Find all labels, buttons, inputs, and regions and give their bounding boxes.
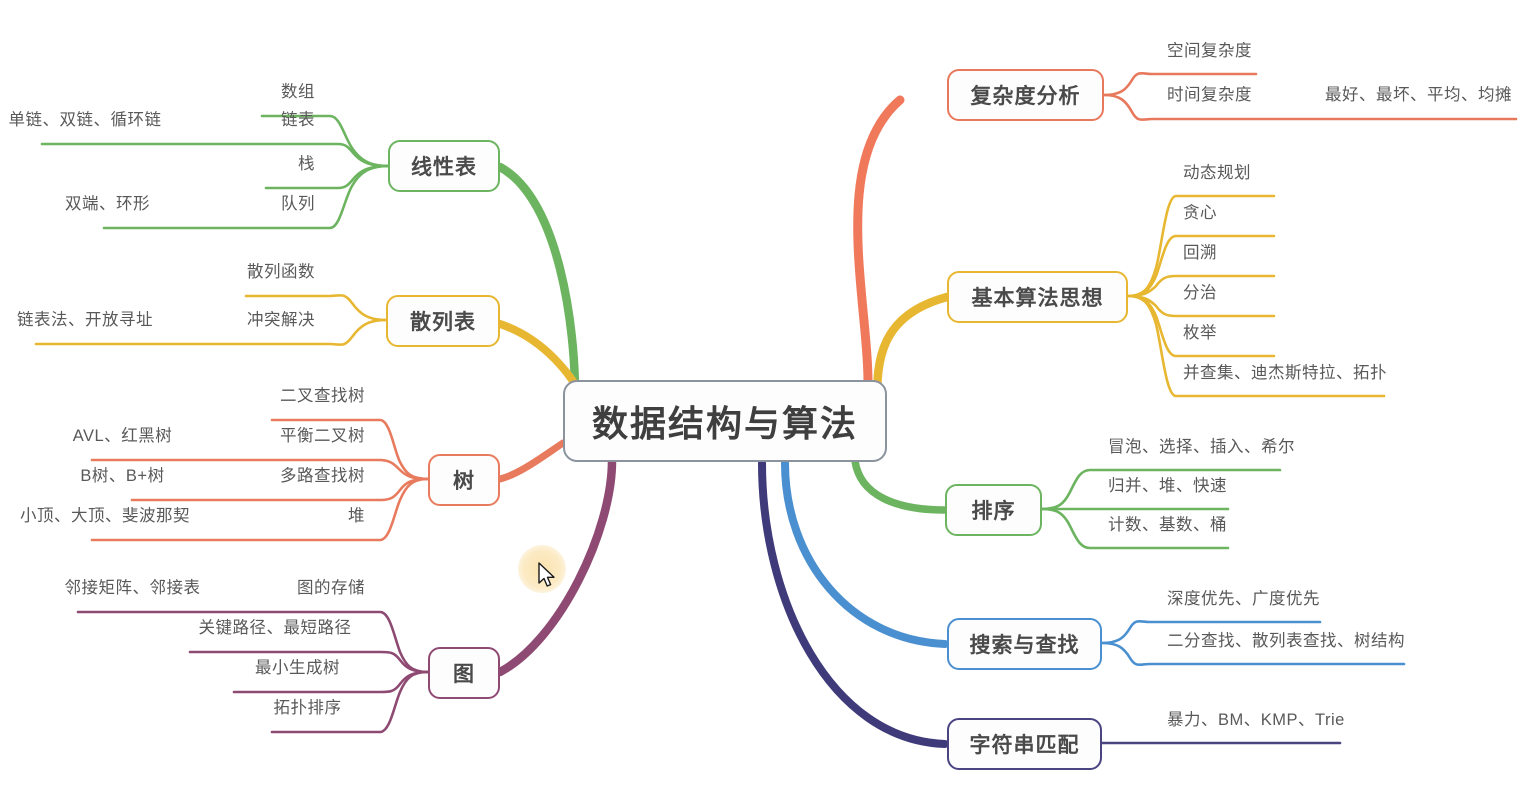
node-hash-table-label: 散列表 <box>410 311 476 334</box>
node-linear-list[interactable]: 线性表 <box>388 140 500 192</box>
node-hash-table[interactable]: 散列表 <box>386 295 500 347</box>
node-basic-algorithm-ideas-label: 基本算法思想 <box>971 287 1104 310</box>
mouse-cursor-icon <box>538 562 558 590</box>
leaf-complexity-time[interactable]: 时间复杂度 <box>1167 86 1252 104</box>
leaf-tree-bst[interactable]: 二叉查找树 <box>280 387 365 405</box>
trunk-string-matching <box>758 459 949 748</box>
leaf-algo-backtrack[interactable]: 回溯 <box>1183 244 1217 262</box>
node-string-matching-label: 字符串匹配 <box>969 734 1080 757</box>
leaf-hash-collision[interactable]: 冲突解决 <box>247 311 315 329</box>
trunk-sorting <box>851 457 949 514</box>
node-complexity-analysis[interactable]: 复杂度分析 <box>947 69 1104 121</box>
node-linear-list-label: 线性表 <box>411 156 477 179</box>
leaf-graph-storage[interactable]: 图的存储 <box>297 579 365 597</box>
root-node[interactable]: 数据结构与算法 <box>563 380 887 462</box>
leaf-string-algos[interactable]: 暴力、BM、KMP、Trie <box>1167 711 1345 729</box>
node-sorting[interactable]: 排序 <box>945 484 1042 536</box>
trunk-basic-algorithm-ideas <box>872 292 952 406</box>
leaf-linear-queue[interactable]: 队列 <box>281 195 315 213</box>
node-string-matching[interactable]: 字符串匹配 <box>947 718 1102 770</box>
root-node-label: 数据结构与算法 <box>591 403 858 444</box>
node-graph[interactable]: 图 <box>428 647 500 699</box>
node-tree-label: 树 <box>453 470 475 493</box>
leaf-algo-divide[interactable]: 分治 <box>1183 284 1217 302</box>
leaf-graph-mst[interactable]: 最小生成树 <box>255 659 340 677</box>
leaf-sort-efficient[interactable]: 归并、堆、快速 <box>1108 477 1227 495</box>
leaf-complexity-space[interactable]: 空间复杂度 <box>1167 42 1252 60</box>
node-sorting-label: 排序 <box>971 500 1016 523</box>
node-basic-algorithm-ideas[interactable]: 基本算法思想 <box>947 271 1128 323</box>
leaf-hash-function[interactable]: 散列函数 <box>247 263 315 281</box>
leaf-search-binary[interactable]: 二分查找、散列表查找、树结构 <box>1167 632 1405 650</box>
leaf-tree-multiway[interactable]: 多路查找树 <box>280 467 365 485</box>
leaf-graph-topo[interactable]: 拓扑排序 <box>273 699 342 717</box>
leaf-algo-others[interactable]: 并查集、迪杰斯特拉、拓扑 <box>1183 364 1387 382</box>
leaf-graph-paths[interactable]: 关键路径、最短路径 <box>198 619 352 637</box>
trunk-tree <box>496 439 567 483</box>
node-complexity-analysis-label: 复杂度分析 <box>970 85 1081 108</box>
leaf-complexity-time-detail[interactable]: 最好、最坏、平均、均摊 <box>1325 86 1512 104</box>
leaf-tree-balanced-detail[interactable]: AVL、红黑树 <box>72 427 173 445</box>
leaf-algo-enumerate[interactable]: 枚举 <box>1183 324 1217 342</box>
node-search-and-find-label: 搜索与查找 <box>969 634 1080 657</box>
node-search-and-find[interactable]: 搜索与查找 <box>947 618 1102 670</box>
leaf-tree-multiway-detail[interactable]: B树、B+树 <box>80 467 165 485</box>
leaf-sort-simple[interactable]: 冒泡、选择、插入、希尔 <box>1108 438 1295 456</box>
leaf-hash-collision-detail[interactable]: 链表法、开放寻址 <box>17 311 153 329</box>
leaf-graph-storage-detail[interactable]: 邻接矩阵、邻接表 <box>64 579 201 597</box>
trunk-complexity-analysis <box>853 95 905 388</box>
leaf-tree-heap-detail[interactable]: 小顶、大顶、斐波那契 <box>20 507 190 525</box>
leaf-algo-greedy[interactable]: 贪心 <box>1183 204 1217 222</box>
leaf-tree-balanced[interactable]: 平衡二叉树 <box>280 427 365 445</box>
trunk-search-and-find <box>781 459 949 648</box>
leaf-algo-dp[interactable]: 动态规划 <box>1183 164 1251 182</box>
leaf-linear-linkedlist[interactable]: 链表 <box>281 111 315 129</box>
leaf-sort-linear[interactable]: 计数、基数、桶 <box>1108 516 1227 534</box>
leaf-linear-array[interactable]: 数组 <box>281 83 315 101</box>
leaf-linear-queue-detail[interactable]: 双端、环形 <box>65 195 150 213</box>
leaf-tree-heap[interactable]: 堆 <box>348 507 365 525</box>
leaf-linear-linkedlist-detail[interactable]: 单链、双链、循环链 <box>8 111 162 129</box>
node-graph-label: 图 <box>453 663 475 686</box>
leaf-search-dfsbfs[interactable]: 深度优先、广度优先 <box>1167 590 1320 608</box>
node-tree[interactable]: 树 <box>428 454 500 506</box>
trunk-linear-list <box>495 162 580 398</box>
leaf-linear-stack[interactable]: 栈 <box>298 155 315 173</box>
